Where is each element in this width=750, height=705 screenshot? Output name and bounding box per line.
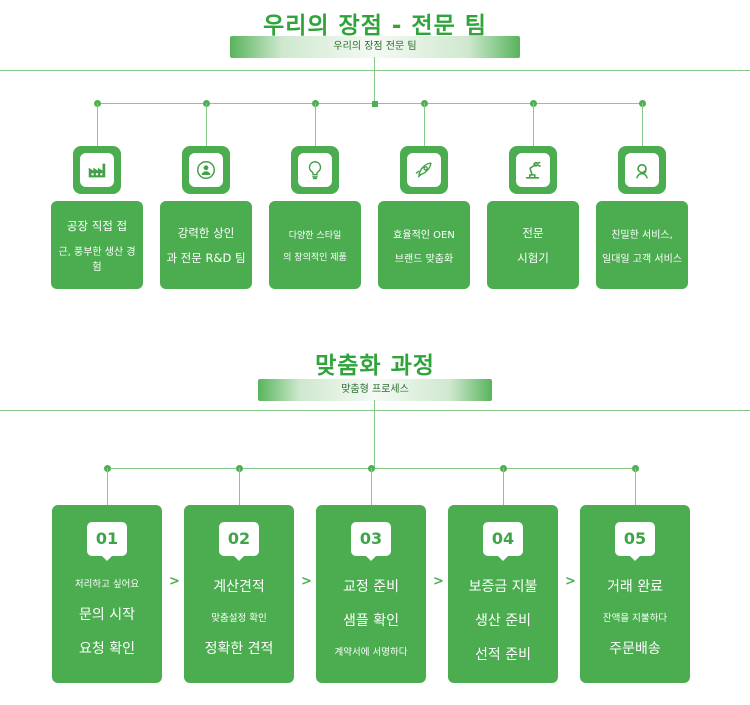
advantage-line: 시험기 [517,250,549,265]
tree-stem [107,468,108,505]
step-arrow-icon: > [565,574,576,589]
headset-icon [625,153,659,187]
step-line: 처리하고 싶어요 [74,579,140,590]
section2-center-stem [374,400,375,468]
tree-stem [503,468,504,505]
tree-stem [642,103,643,146]
tree-stem [635,468,636,505]
advantage-icon-card [73,146,121,194]
advantage-text-card: 강력한 상인 과 전문 R&D 팀 [160,201,252,289]
advantage-line: 친밀한 서비스, [611,229,673,241]
step-card: 05 거래 완료 잔액을 지불하다 주문배송 [580,505,690,683]
section2-title: 맞춤화 과정 [315,353,435,379]
robot-arm-icon [516,153,550,187]
tree-stem [315,103,316,146]
step-lines: 처리하고 싶어요 문의 시작 요청 확인 [52,576,162,658]
advantage-line: 근, 풍부한 생산 경험 [58,246,136,273]
advantage-text-card: 효율적인 OEN 브랜드 맞춤화 [378,201,470,289]
step-lines: 거래 완료 잔액을 지불하다 주문배송 [580,576,690,658]
section1-connector-line [97,103,642,104]
step-arrow-icon: > [433,574,444,589]
advantage-text-card: 다양한 스타일 의 창의적인 제품 [269,201,361,289]
advantage-card: 다양한 스타일 의 창의적인 제품 [269,146,361,289]
step-line: 요청 확인 [79,641,135,657]
step-arrow-icon: > [169,574,180,589]
step-number: 01 [87,522,127,556]
step-line: 잔액을 지불하다 [602,613,668,624]
rocket-icon [407,153,441,187]
step-number: 04 [483,522,523,556]
advantage-card: 전문 시험기 [487,146,579,289]
advantage-icon-card [400,146,448,194]
section1-junction-dot [372,101,378,107]
step-line: 선적 준비 [475,647,531,663]
advantage-card: 친밀한 서비스, 일대일 고객 서비스 [596,146,688,289]
tree-stem [371,468,372,505]
section1-ribbon-label: 우리의 장점 전문 팀 [333,41,417,52]
advantage-line: 과 전문 R&D 팀 [166,250,246,265]
advantage-icon-card [509,146,557,194]
section1-center-stem [374,57,375,103]
step-line: 문의 시작 [79,607,135,623]
section2-ribbon-label: 맞춤형 프로세스 [341,384,409,395]
merchant-icon [189,153,223,187]
advantage-line: 일대일 고객 서비스 [602,253,682,265]
step-number: 02 [219,522,259,556]
step-card: 03 교정 준비 샘플 확인 계약서에 서명하다 [316,505,426,683]
advantage-line: 강력한 상인 [177,225,235,240]
step-line: 맞춤설정 확인 [211,613,267,624]
step-number: 03 [351,522,391,556]
advantage-icon-card [182,146,230,194]
step-line: 계산견적 [213,579,265,595]
step-lines: 보증금 지불 생산 준비 선적 준비 [448,576,558,664]
tree-stem [533,103,534,146]
advantage-card: 공장 직접 접 근, 풍부한 생산 경험 [51,146,143,289]
advantage-icon-card [291,146,339,194]
step-line: 계약서에 서명하다 [334,647,408,658]
tree-stem [239,468,240,505]
step-line: 보증금 지불 [468,579,538,595]
advantage-line: 공장 직접 접 [66,218,128,233]
section1-ribbon: 우리의 장점 전문 팀 [230,36,520,58]
step-line: 정확한 견적 [204,641,274,657]
section2-divider-line [0,410,750,411]
advantage-line: 브랜드 맞춤화 [394,253,454,265]
step-arrow-icon: > [301,574,312,589]
lightbulb-icon [298,153,332,187]
step-card: 01 처리하고 싶어요 문의 시작 요청 확인 [52,505,162,683]
advantage-text-card: 전문 시험기 [487,201,579,289]
step-card: 04 보증금 지불 생산 준비 선적 준비 [448,505,558,683]
advantage-line: 전문 [522,225,544,240]
step-lines: 교정 준비 샘플 확인 계약서에 서명하다 [316,576,426,658]
section1-title: 우리의 장점 - 전문 팀 [263,13,487,39]
tree-stem [424,103,425,146]
section1-divider-line [0,70,750,71]
step-line: 교정 준비 [343,579,399,595]
step-line: 거래 완료 [607,579,663,595]
advantage-line: 의 창의적인 제품 [283,252,347,263]
advantage-icon-card [618,146,666,194]
step-line: 샘플 확인 [343,613,399,629]
advantage-card: 효율적인 OEN 브랜드 맞춤화 [378,146,470,289]
advantage-text-card: 공장 직접 접 근, 풍부한 생산 경험 [51,201,143,289]
advantage-text-card: 친밀한 서비스, 일대일 고객 서비스 [596,201,688,289]
advantage-card: 강력한 상인 과 전문 R&D 팀 [160,146,252,289]
step-number: 05 [615,522,655,556]
step-lines: 계산견적 맞춤설정 확인 정확한 견적 [184,576,294,658]
section2-ribbon: 맞춤형 프로세스 [258,379,492,401]
tree-stem [97,103,98,146]
step-line: 생산 준비 [475,613,531,629]
tree-stem [206,103,207,146]
factory-icon [80,153,114,187]
advantage-line: 다양한 스타일 [288,230,342,241]
step-line: 주문배송 [609,641,661,657]
step-card: 02 계산견적 맞춤설정 확인 정확한 견적 [184,505,294,683]
advantage-line: 효율적인 OEN [393,229,455,241]
